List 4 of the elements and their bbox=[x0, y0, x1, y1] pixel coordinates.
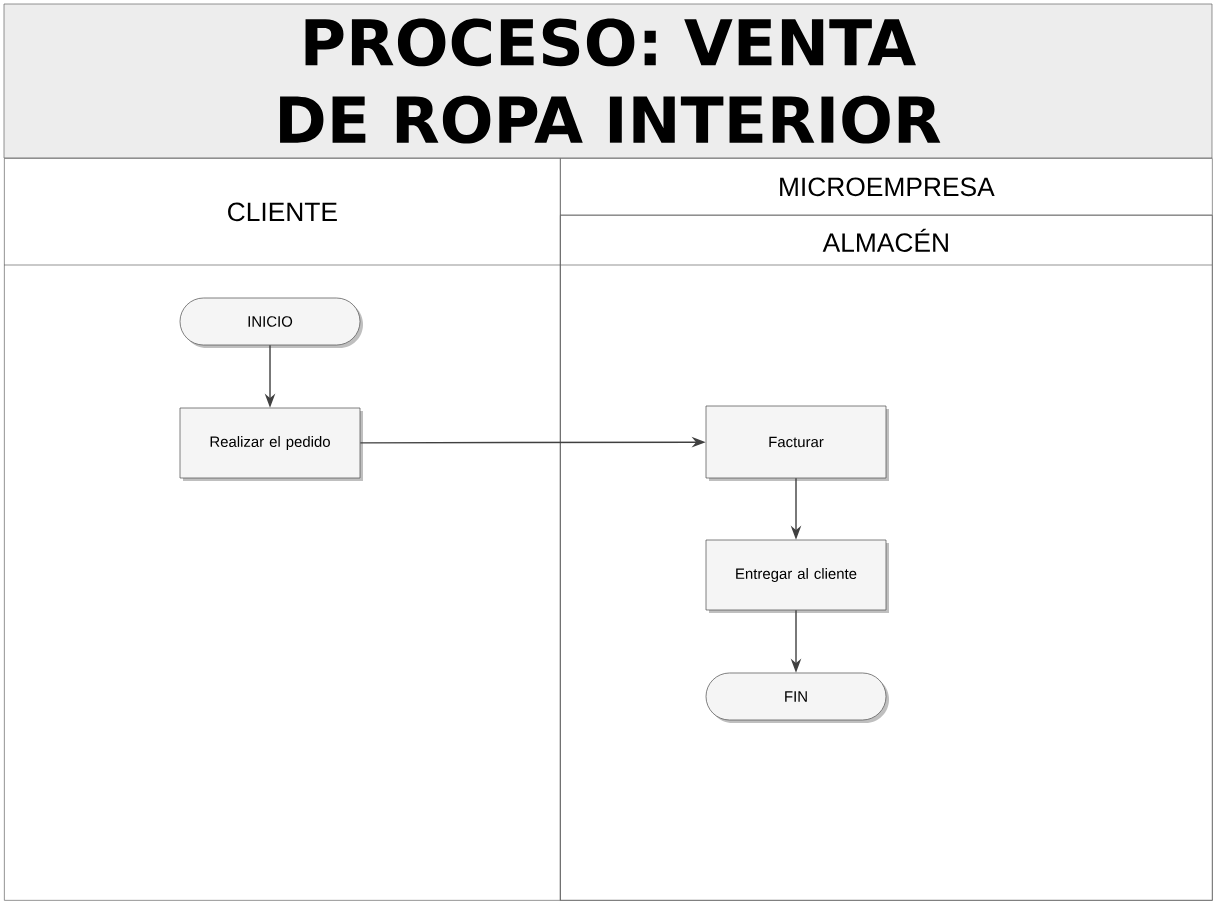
process-box: Realizar el pedido bbox=[179, 407, 363, 481]
process-box: Entregar al cliente bbox=[705, 539, 889, 613]
process-box: Facturar bbox=[705, 405, 889, 481]
title-band: PROCESO: VENTA DE ROPA INTERIOR bbox=[3, 3, 1213, 159]
